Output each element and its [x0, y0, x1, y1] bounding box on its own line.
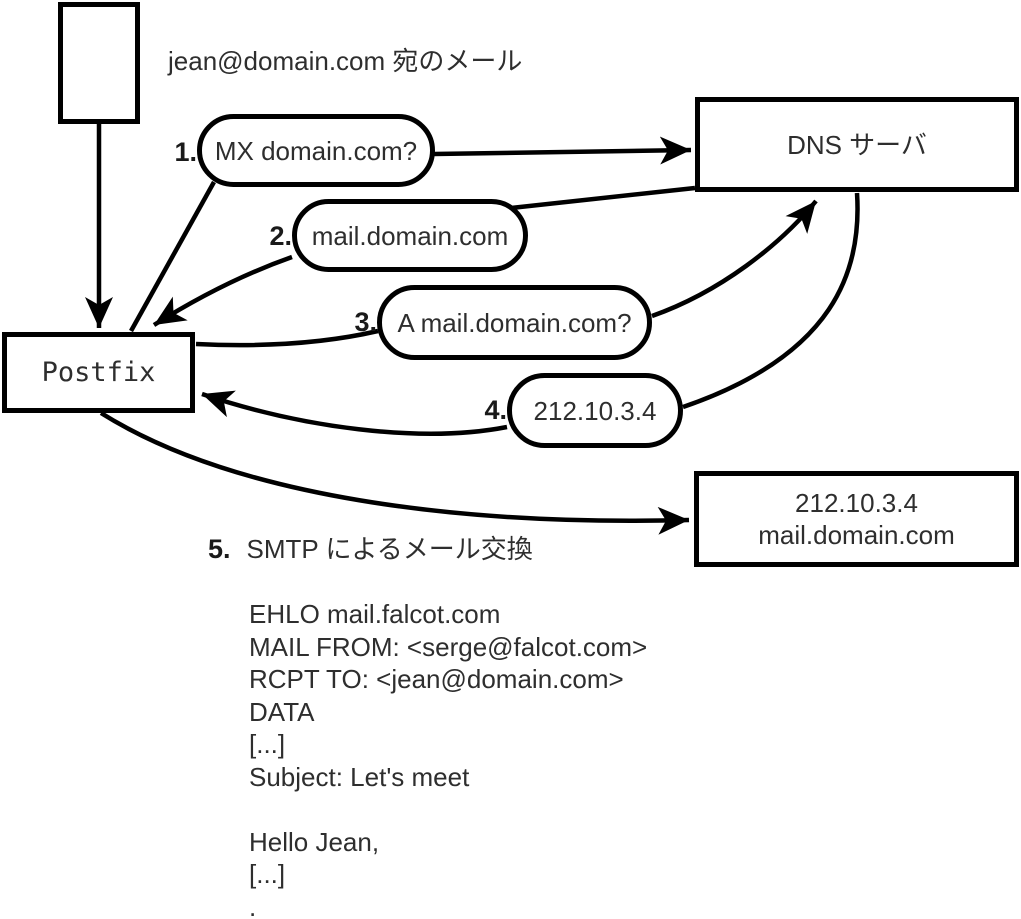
arrow-postfix-to-mail-server [99, 411, 690, 535]
step5-caption: 5. SMTP によるメール交換 [208, 533, 533, 565]
step4-pill-label: 212.10.3.4 [533, 395, 657, 426]
incoming-mail-node [58, 2, 140, 124]
step4-pill-a-answer: 212.10.3.4 [507, 373, 683, 448]
step3-number: 3. [354, 307, 377, 337]
arrow-step2-to-postfix [152, 254, 293, 327]
postfix-label: Postfix [41, 356, 156, 388]
step1-pill-mx-query: MX domain.com? [197, 114, 435, 187]
arrow-step1-to-dns [433, 136, 692, 165]
step1-pill-label: MX domain.com? [214, 135, 418, 166]
postfix-node: Postfix [2, 332, 195, 413]
step2-pill-label: mail.domain.com [311, 220, 509, 251]
arrow-step4-to-postfix [201, 390, 508, 436]
dns-server-node: DNS サーバ [695, 97, 1019, 192]
step4-number: 4. [484, 395, 507, 425]
smtp-session-transcript: EHLO mail.falcot.com MAIL FROM: <serge@f… [249, 599, 648, 919]
dns-server-label: DNS サーバ [787, 129, 927, 160]
step1-number: 1. [174, 137, 197, 167]
line-postfix-to-step3 [195, 328, 379, 348]
mail-server-hostname: mail.domain.com [758, 520, 955, 550]
arrow-step3-to-dns [651, 199, 818, 319]
mail-server-ip: 212.10.3.4 [795, 488, 918, 518]
line-dns-to-step4 [682, 192, 860, 410]
line-postfix-to-step1 [129, 180, 216, 333]
step2-number: 2. [269, 221, 292, 251]
step3-pill-label: A mail.domain.com? [397, 307, 632, 338]
mail-server-node: 212.10.3.4 mail.domain.com [694, 471, 1019, 567]
step2-pill-mx-answer: mail.domain.com [292, 199, 528, 272]
incoming-mail-label: jean@domain.com 宛のメール [168, 46, 523, 76]
step5-number: 5. [208, 534, 231, 564]
step5-label: SMTP によるメール交換 [246, 534, 533, 564]
step3-pill-a-query: A mail.domain.com? [377, 285, 652, 360]
line-dns-to-step2 [510, 185, 696, 211]
